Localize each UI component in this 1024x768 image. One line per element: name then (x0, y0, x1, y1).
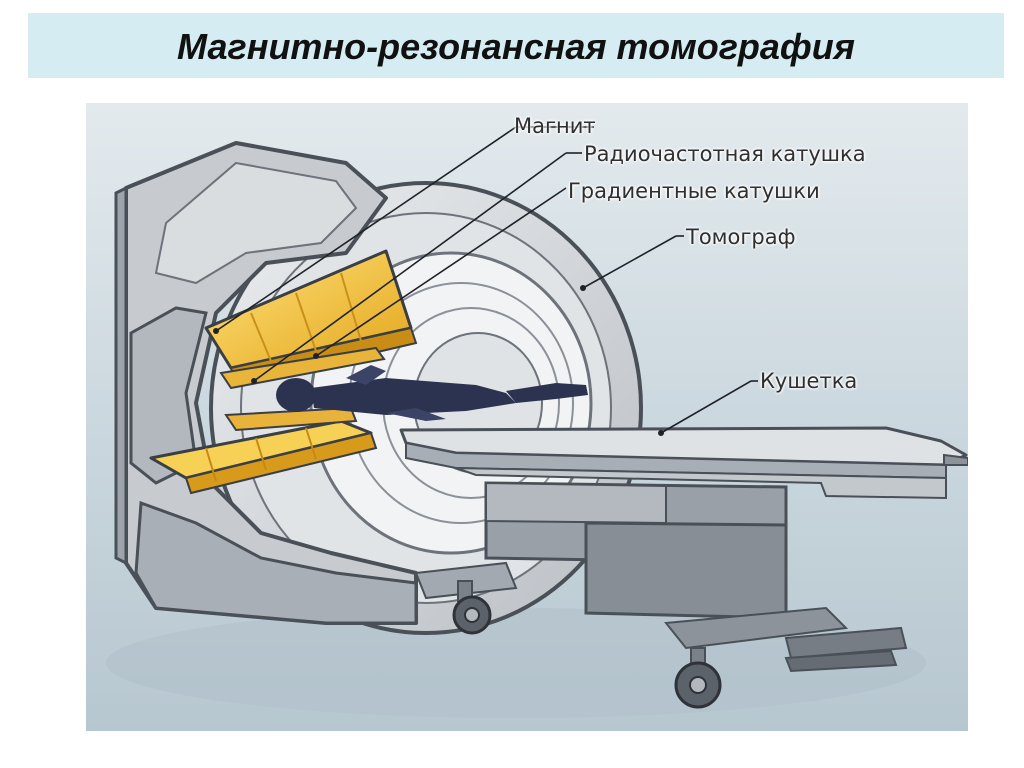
leader-gradient-coils (315, 187, 567, 357)
wheel-front (452, 580, 492, 635)
upper-coil-block (204, 249, 418, 390)
leader-tomograph (582, 235, 677, 289)
label-tomograph: Томограф (686, 225, 796, 249)
scanner-housing (114, 141, 418, 625)
wheel-rear (674, 647, 722, 709)
mri-diagram: Магнит Радиочастотная катушка Градиентны… (86, 103, 968, 731)
couch (399, 426, 968, 673)
mri-illustration (86, 103, 968, 731)
label-rf-coil: Радиочастотная катушка (584, 142, 866, 166)
title-band: Магнитно-резонансная томография (28, 13, 1004, 78)
leader-dots (213, 285, 664, 436)
label-gradient-coils: Градиентные катушки (568, 179, 820, 203)
leader-magnet (215, 126, 517, 332)
leader-lines (215, 126, 758, 434)
slide-title: Магнитно-резонансная томография (177, 26, 855, 67)
lower-coil-block (149, 406, 378, 495)
leader-couch (660, 380, 752, 434)
label-magnet: Магнит (514, 114, 596, 138)
leader-rf-coil (253, 152, 567, 382)
patient-silhouette (276, 365, 588, 421)
label-couch: Кушетка (760, 369, 858, 393)
